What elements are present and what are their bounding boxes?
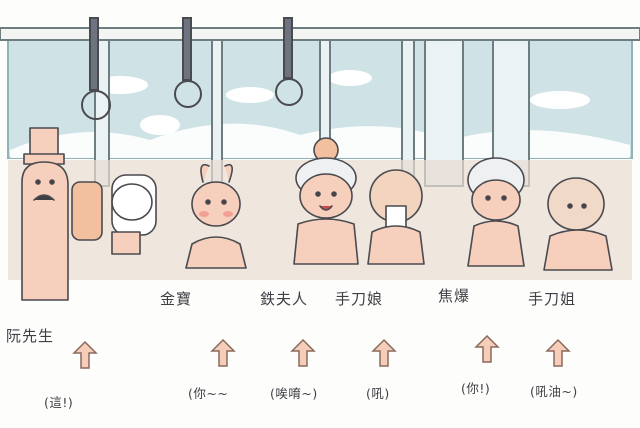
up-arrow-icon xyxy=(72,340,98,369)
bob-hair-girl-icon xyxy=(543,177,613,271)
phone-girl-icon xyxy=(367,169,425,265)
up-arrow-icon xyxy=(371,338,397,367)
bunny-ears-kid-icon xyxy=(111,163,247,269)
striped-hat-kid-icon xyxy=(467,157,525,267)
name-jiaobao: 焦爆 xyxy=(438,287,471,305)
speech-ruan: (這!) xyxy=(44,395,74,410)
up-arrow-icon xyxy=(290,338,316,367)
up-arrow-icon xyxy=(474,334,500,363)
name-ruan: 阮先生 xyxy=(6,327,55,345)
mustache-man-icon xyxy=(21,127,103,301)
speech-jinbao: (你~~ xyxy=(188,386,229,401)
name-xiaoer: 手刀娘 xyxy=(335,290,384,308)
up-arrow-icon xyxy=(545,338,571,367)
name-jinbao: 金寶 xyxy=(160,290,193,308)
name-xiaojie: 手刀姐 xyxy=(528,290,577,308)
speech-xiaoer: (吼) xyxy=(366,386,390,401)
beanie-lady-icon xyxy=(293,137,359,265)
speech-jiaobao: (你!) xyxy=(461,381,491,396)
speech-xiaojie: (吼油~) xyxy=(530,384,578,399)
speech-tiefu: (唉唷~) xyxy=(270,386,318,401)
name-tiefu: 鉄夫人 xyxy=(260,290,309,308)
up-arrow-icon xyxy=(210,338,236,367)
